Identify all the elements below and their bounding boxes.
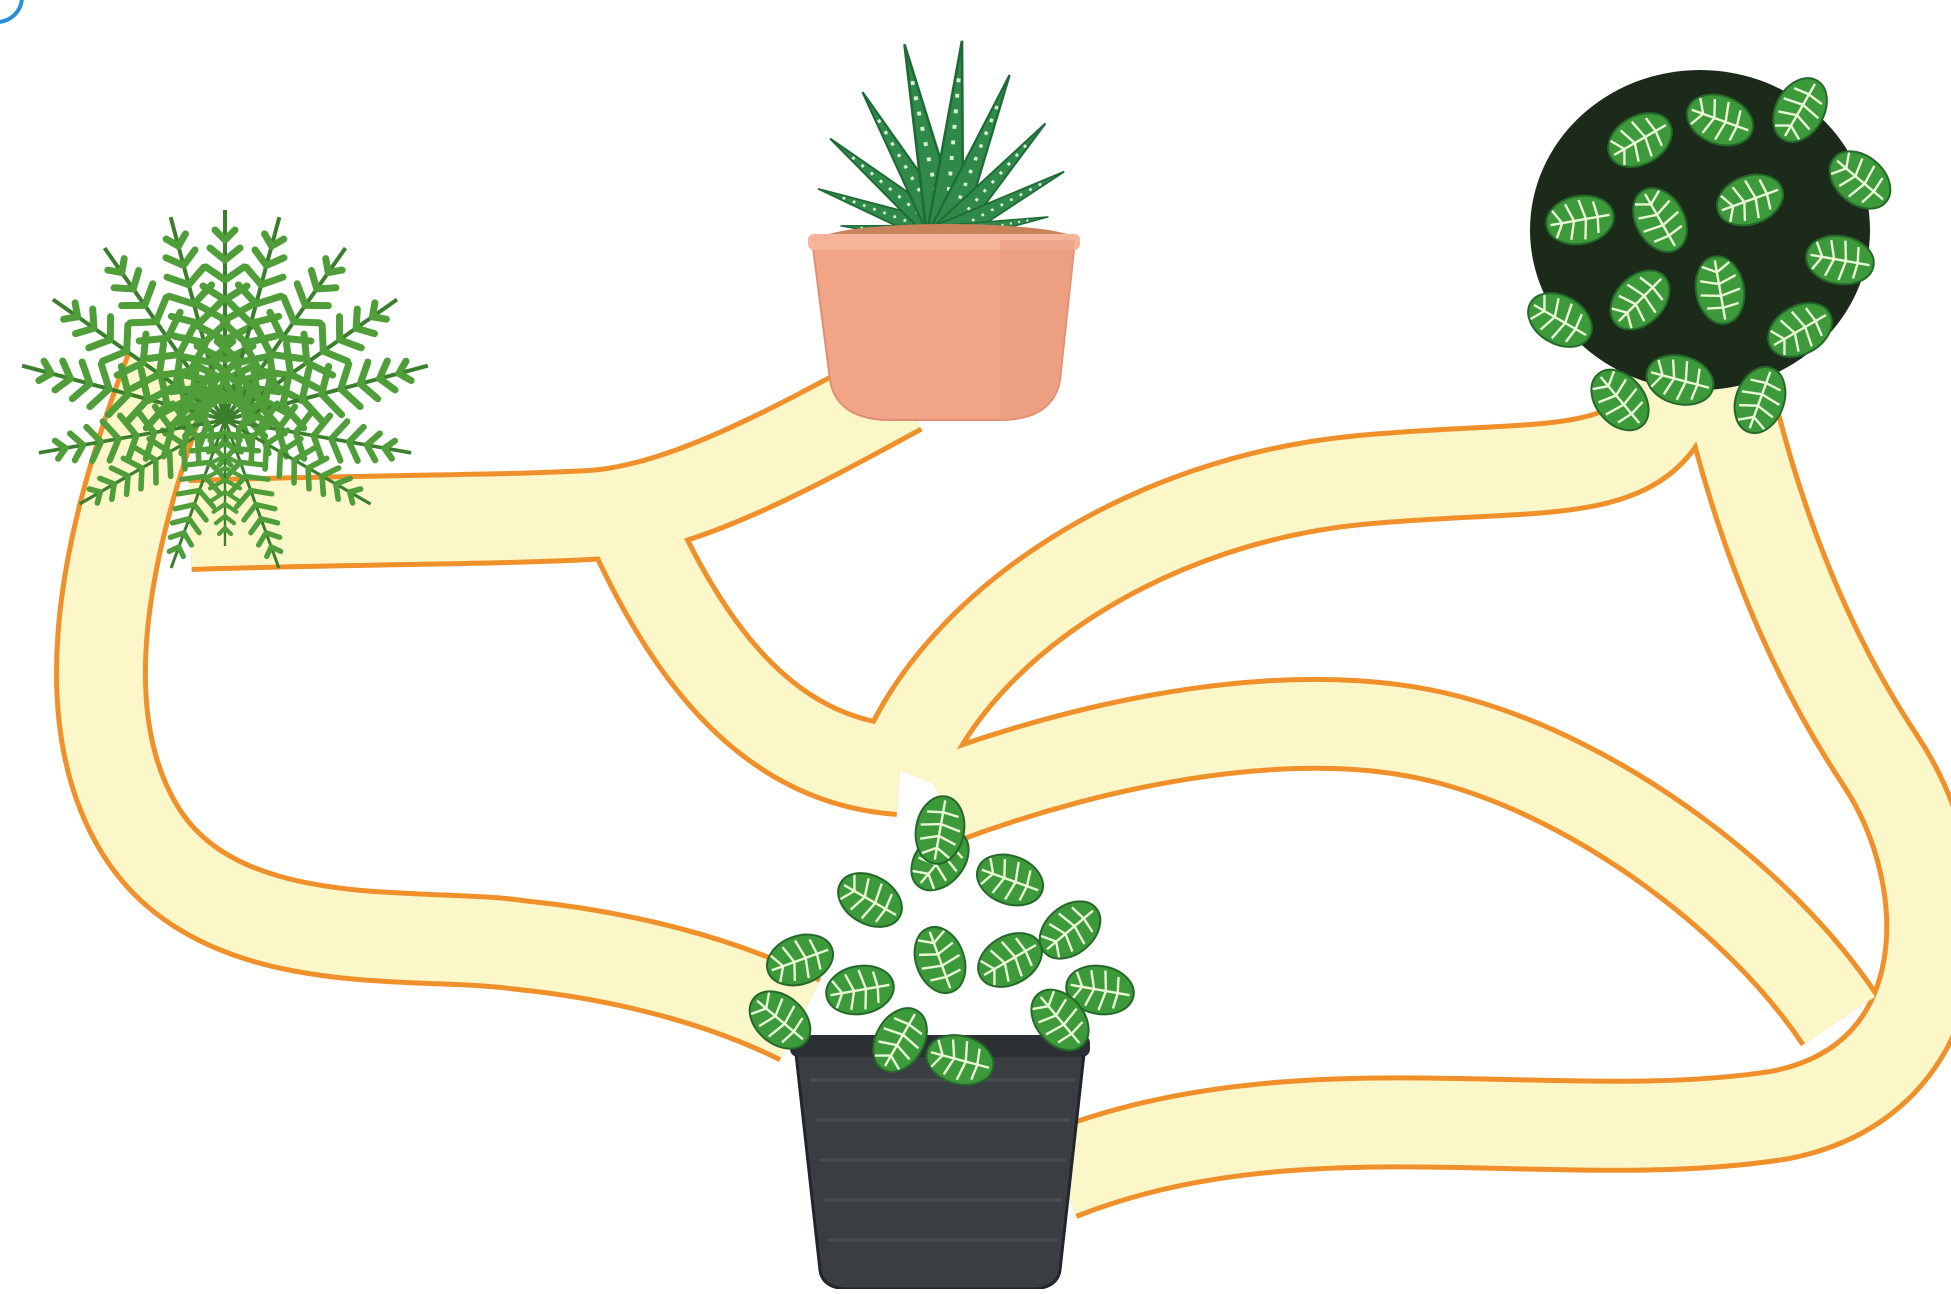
succulent-plant-icon — [808, 39, 1080, 420]
fittonia-top-plant-icon — [1519, 69, 1902, 442]
